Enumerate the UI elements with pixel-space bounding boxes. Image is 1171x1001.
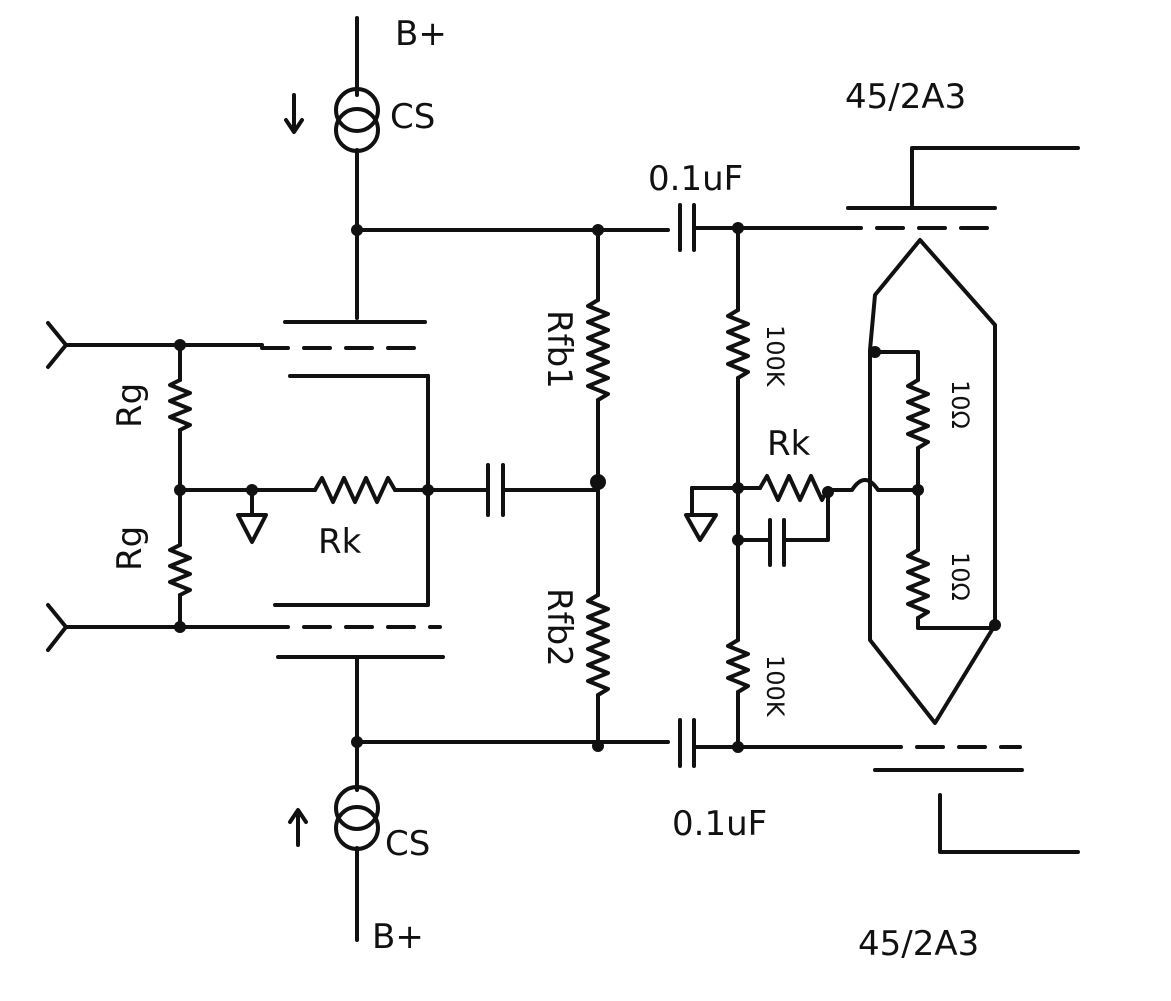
- rg-bottom-label: Rg: [110, 526, 150, 571]
- output-tube-bottom: [873, 745, 1080, 854]
- rfb2-label: Rfb2: [539, 588, 579, 667]
- junction-dots: [174, 222, 1001, 753]
- bottom-supply-branch: [288, 740, 380, 942]
- r-hum-bottom-label: 10Ω: [946, 552, 974, 601]
- rg-bottom-resistor: [168, 543, 192, 597]
- ground-symbol-output: [684, 486, 718, 542]
- rfb1-resistor: [586, 298, 610, 402]
- supply-bottom-label: B+: [372, 917, 424, 957]
- rk-output-bypass-cap: [736, 488, 830, 567]
- rg-top-resistor: [168, 378, 192, 432]
- input-top: [46, 321, 264, 369]
- output-tube-top: [833, 146, 1080, 230]
- ground-symbol-input: [236, 488, 268, 544]
- r-grid-bottom-label: 100K: [761, 655, 789, 718]
- filament-loop: [868, 238, 997, 725]
- r-grid-top-resistor: [726, 308, 750, 380]
- tube-top-label: 45/2A3: [845, 77, 966, 117]
- hum-pot-crossover: [826, 478, 920, 492]
- cap-top: [678, 203, 696, 252]
- input-tube-top: [260, 320, 432, 378]
- cathode-bus: [273, 374, 430, 607]
- top-supply-branch: [284, 16, 380, 232]
- rfb2-resistor: [586, 593, 610, 697]
- r-grid-top-label: 100K: [761, 325, 789, 388]
- tube-bottom-label: 45/2A3: [858, 924, 979, 964]
- cs-bottom-label: CS: [385, 824, 430, 864]
- r-hum-bottom-resistor: [906, 548, 930, 620]
- rk-output-resistor: [758, 474, 830, 502]
- rfb1-label: Rfb1: [539, 310, 579, 389]
- rg-top-label: Rg: [110, 383, 150, 428]
- r-hum-top-resistor: [906, 378, 930, 450]
- input-tube-bottom: [260, 625, 445, 659]
- cap-top-label: 0.1uF: [648, 159, 743, 199]
- rk-output-label: Rk: [767, 424, 811, 464]
- cs-top-label: CS: [390, 97, 435, 137]
- cap-bottom-label: 0.1uF: [672, 804, 767, 844]
- supply-top-label: B+: [395, 14, 447, 54]
- rk-input-label: Rk: [318, 522, 362, 562]
- r-grid-bottom-resistor: [726, 638, 750, 694]
- cap-bottom: [678, 718, 696, 768]
- rk-input-resistor: [313, 476, 397, 504]
- cathode-coupling-cap: [486, 463, 505, 517]
- r-hum-top-label: 10Ω: [946, 380, 974, 429]
- input-bottom: [46, 603, 264, 652]
